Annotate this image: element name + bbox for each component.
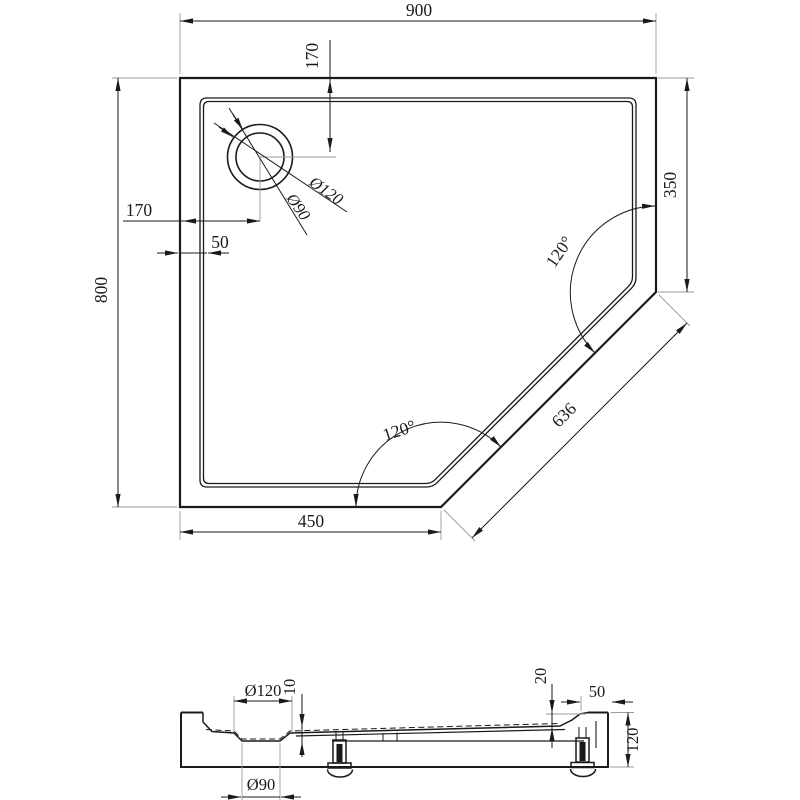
drain-leader-dimensions: Ø120 Ø90 xyxy=(213,107,348,236)
section-outer-outline xyxy=(180,711,609,768)
section-inner-profile xyxy=(202,711,589,742)
dim-drain-outer-diameter: Ø120 xyxy=(305,172,347,210)
dim-corner-angle-bottom-label: 120° xyxy=(380,415,418,444)
dim-drain-offset-left-label: 170 xyxy=(126,200,153,220)
dimension-bottom-edge: 450 xyxy=(179,511,442,540)
dim-total-height-label: 120 xyxy=(623,728,642,753)
dim-side-right-label: 350 xyxy=(660,172,680,199)
dim-wall-thickness-label: 50 xyxy=(211,232,229,252)
dim-floor-step-label: 10 xyxy=(280,679,299,696)
dim-rim-width-label: 50 xyxy=(589,682,606,701)
dimension-side-left: 800 xyxy=(91,77,177,508)
dim-plan-width-label: 900 xyxy=(406,0,433,20)
section-view: Ø120 10 20 50 120 xyxy=(180,668,642,800)
leader-line-d120 xyxy=(213,122,348,213)
dim-bottom-edge-label: 450 xyxy=(298,511,325,531)
dimension-total-height: 120 xyxy=(610,712,642,768)
dimension-corner-angle-bottom: 120° xyxy=(353,415,502,508)
plan-view: Ø120 Ø90 900 170 350 xyxy=(91,0,694,542)
dim-recess-bottom-diameter-label: Ø90 xyxy=(247,775,275,794)
dim-drain-offset-top-label: 170 xyxy=(302,43,322,70)
dimension-drain-offset-left: 170 xyxy=(123,200,260,224)
dimension-wall-thickness: 50 xyxy=(157,232,229,256)
dim-rim-height-label: 20 xyxy=(531,668,550,685)
dimension-side-right: 350 xyxy=(658,77,694,293)
section-floor-underside xyxy=(295,728,566,737)
dimension-recess-bottom-diameter: Ø90 xyxy=(221,743,301,800)
section-foot-right xyxy=(569,727,597,778)
leader-arrow-d120 xyxy=(218,126,234,138)
dim-recess-top-diameter-label: Ø120 xyxy=(245,681,282,700)
dim-side-left-label: 800 xyxy=(91,277,111,304)
dimension-corner-angle-right: 120° xyxy=(541,203,656,354)
drain xyxy=(226,123,336,221)
dimension-recess-top-diameter: Ø120 xyxy=(233,681,293,732)
section-foot-left xyxy=(326,731,354,778)
section-floor-hidden-line xyxy=(205,723,559,740)
dimension-drain-offset-top: 170 xyxy=(302,40,333,152)
dim-corner-angle-right-label: 120° xyxy=(541,232,576,271)
plan-outer-outline xyxy=(178,76,658,509)
leader-arrow-d90 xyxy=(232,113,244,131)
dimension-rim-height: 20 xyxy=(531,668,586,748)
dim-drain-inner-diameter: Ø90 xyxy=(282,189,315,225)
dimension-diagonal-edge: 636 xyxy=(443,294,691,542)
dim-diagonal-edge-label: 636 xyxy=(547,398,580,431)
dimension-rim-width: 50 xyxy=(561,682,633,711)
dimension-floor-step: 10 xyxy=(280,679,305,757)
dimension-plan-width: 900 xyxy=(179,0,657,74)
